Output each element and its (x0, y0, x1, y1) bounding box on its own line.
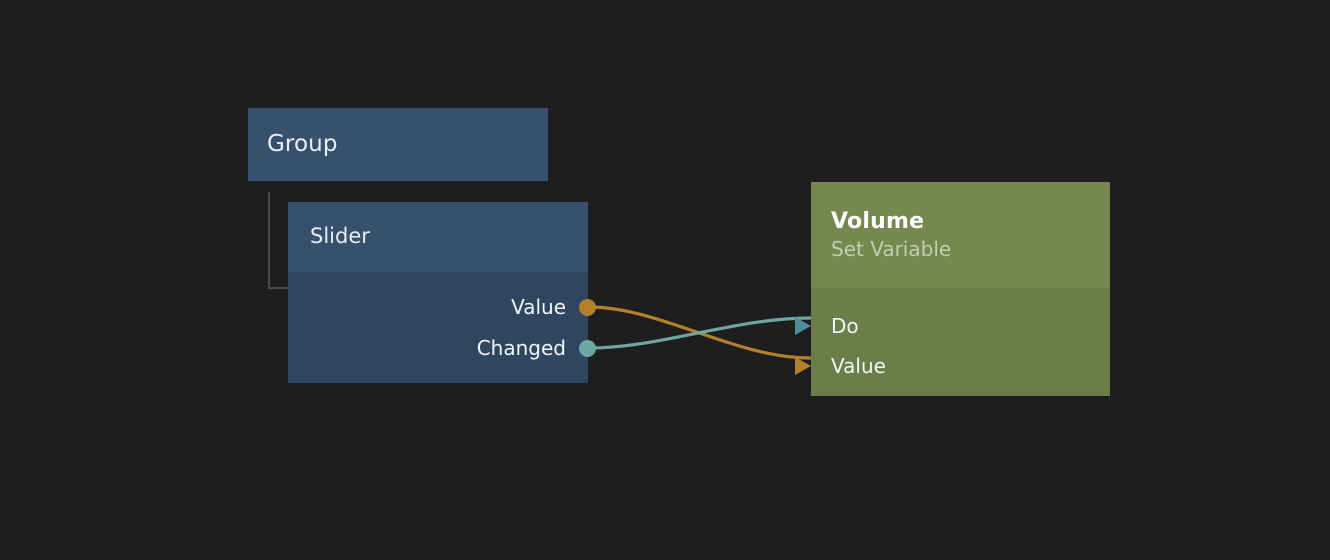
node-volume-subtitle: Set Variable (831, 236, 952, 261)
output-port-value-label: Value (511, 295, 566, 319)
node-group[interactable]: Group (248, 108, 548, 181)
wire-slider-changed-to-volume-do (587, 316, 812, 350)
node-volume[interactable]: Volume Set Variable Do Value (795, 182, 1110, 396)
input-port-value[interactable]: Value (795, 354, 886, 378)
input-port-value-arrow-icon[interactable] (795, 357, 811, 375)
output-port-value[interactable]: Value (511, 295, 596, 319)
input-port-value-label: Value (831, 354, 886, 378)
input-port-do-label: Do (831, 314, 859, 338)
node-volume-header[interactable]: Volume Set Variable (811, 182, 1110, 288)
node-slider-body: Value Changed (288, 272, 596, 383)
group-child-bracket (268, 192, 288, 289)
output-port-changed-label: Changed (476, 336, 566, 360)
input-port-do[interactable]: Do (795, 314, 859, 338)
node-slider-header[interactable]: Slider (288, 202, 588, 272)
node-slider[interactable]: Slider Value Changed (288, 202, 596, 383)
wire-slider-value-to-volume-value (587, 305, 812, 360)
node-slider-title: Slider (310, 224, 370, 249)
node-volume-body: Do Value (795, 288, 1110, 396)
node-group-title: Group (267, 130, 338, 157)
node-group-header[interactable]: Group (248, 108, 548, 181)
input-port-do-arrow-icon[interactable] (795, 317, 811, 335)
node-volume-title: Volume (831, 209, 925, 235)
output-port-value-dot-icon[interactable] (579, 298, 596, 316)
output-port-changed-dot-icon[interactable] (579, 339, 596, 357)
output-port-changed[interactable]: Changed (476, 336, 596, 360)
